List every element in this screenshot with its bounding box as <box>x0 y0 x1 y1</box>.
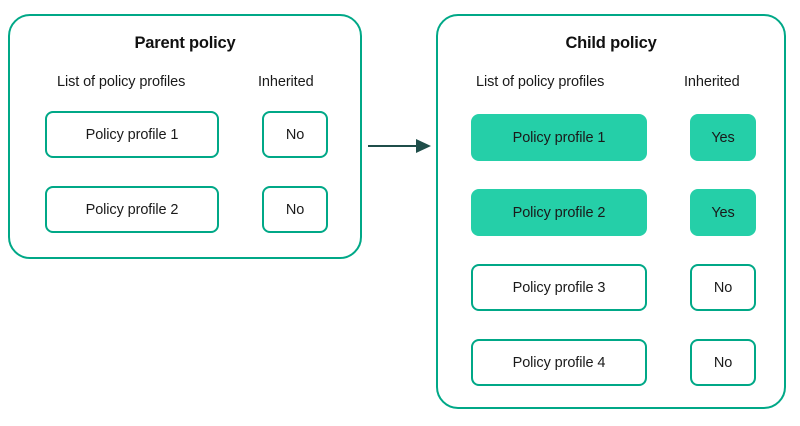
policy-profile-cell[interactable]: Policy profile 1 <box>471 114 647 161</box>
arrow-right-icon <box>368 139 431 153</box>
inherited-status-cell[interactable]: No <box>262 111 328 158</box>
table-row: Policy profile 2 Yes <box>438 189 784 236</box>
panel-child-policy: Child policy List of policy profiles Inh… <box>436 14 786 409</box>
policy-profile-cell[interactable]: Policy profile 2 <box>471 189 647 236</box>
table-row: Policy profile 1 Yes <box>438 114 784 161</box>
panel-parent-policy: Parent policy List of policy profiles In… <box>8 14 362 259</box>
inherited-status-cell[interactable]: No <box>690 339 756 386</box>
inherited-status-cell[interactable]: Yes <box>690 189 756 236</box>
panel-title-child-policy: Child policy <box>565 34 657 52</box>
table-row: Policy profile 4 No <box>438 339 784 386</box>
table-row: Policy profile 1 No <box>10 111 360 158</box>
inherited-status-cell[interactable]: No <box>690 264 756 311</box>
column-header-inherited-child: Inherited <box>684 74 740 90</box>
policy-profile-cell[interactable]: Policy profile 4 <box>471 339 647 386</box>
inherited-status-cell[interactable]: Yes <box>690 114 756 161</box>
inherited-status-cell[interactable]: No <box>262 186 328 233</box>
policy-profile-cell[interactable]: Policy profile 3 <box>471 264 647 311</box>
panel-title-parent-policy: Parent policy <box>134 34 236 52</box>
column-header-inherited-parent: Inherited <box>258 74 314 90</box>
policy-profile-cell[interactable]: Policy profile 1 <box>45 111 219 158</box>
table-row: Policy profile 2 No <box>10 186 360 233</box>
policy-profile-cell[interactable]: Policy profile 2 <box>45 186 219 233</box>
column-header-profiles-parent: List of policy profiles <box>57 74 186 90</box>
column-header-profiles-child: List of policy profiles <box>476 74 605 90</box>
table-row: Policy profile 3 No <box>438 264 784 311</box>
